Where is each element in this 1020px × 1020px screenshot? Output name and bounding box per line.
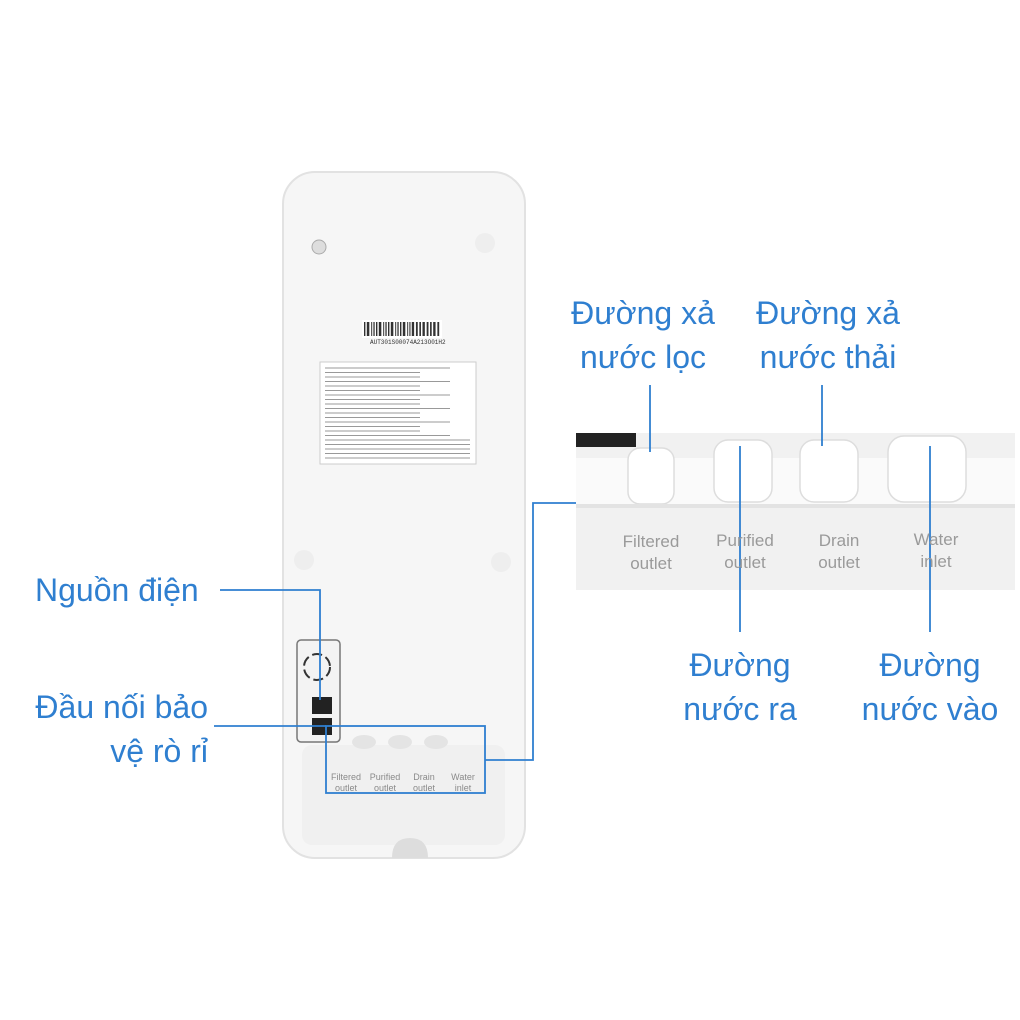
mount-hole — [491, 552, 511, 572]
power-socket — [312, 697, 332, 714]
barcode-number: AUT301S00074A213O01H2 — [370, 339, 446, 346]
bottom-notch — [392, 838, 428, 858]
spec-label — [319, 361, 477, 465]
barcode — [362, 320, 442, 338]
power-switch-ring — [303, 653, 331, 681]
callout-power: Nguồn điện — [35, 572, 199, 608]
callout-lines — [214, 385, 931, 794]
ports-inset — [576, 433, 1015, 590]
bottom-cover — [302, 745, 505, 845]
mount-hole — [475, 233, 495, 253]
screw-icon — [311, 239, 327, 255]
mount-hole — [294, 550, 314, 570]
